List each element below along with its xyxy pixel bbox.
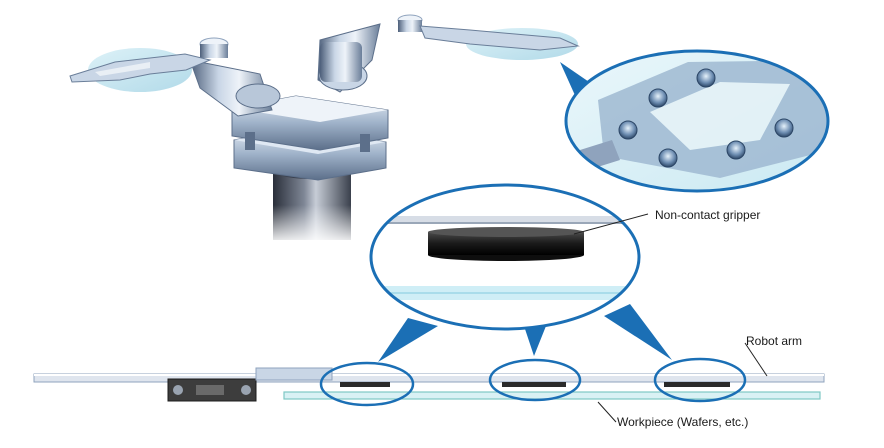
callout-pointers: [378, 304, 672, 362]
workpiece-label: Workpiece (Wafers, etc.): [617, 415, 749, 429]
end-effector-closeup: [560, 49, 830, 193]
robot-arm-label: Robot arm: [746, 334, 803, 348]
gripper-closeup: [369, 183, 649, 331]
robot-hand-illustration: [69, 14, 580, 245]
side-view-assembly: [33, 342, 825, 423]
non-contact-gripper-label: Non-contact gripper: [655, 208, 761, 222]
